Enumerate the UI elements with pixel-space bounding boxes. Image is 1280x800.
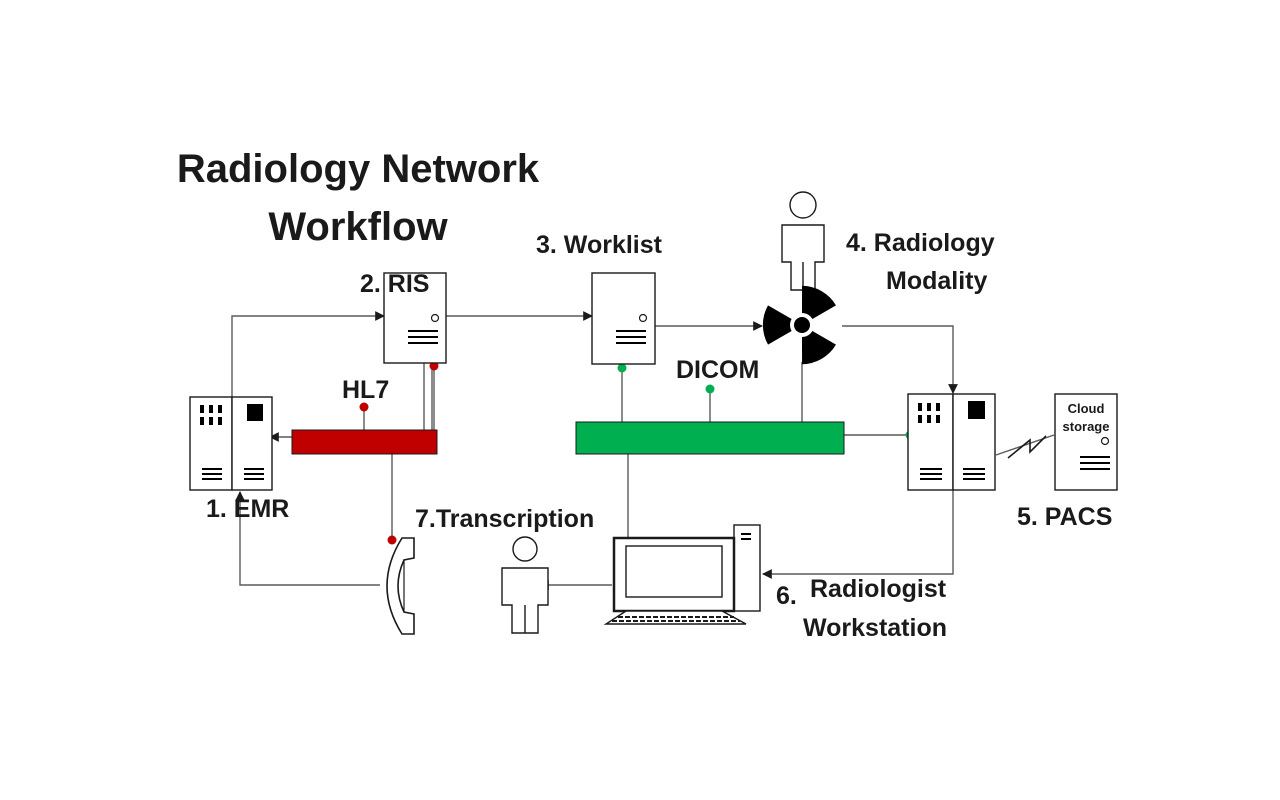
worklist-label: 3. Worklist (536, 231, 663, 259)
worklist-server-icon (591, 272, 656, 365)
hl7-node-dot (359, 402, 369, 412)
emr-label: 1. EMR (206, 495, 289, 523)
transcription-label: 7.Transcription (415, 505, 594, 533)
radiation-icon (762, 285, 836, 365)
emr-to-ris-arrow (231, 311, 385, 397)
pacs-to-workstation-arrow (762, 490, 954, 579)
connectors (231, 311, 1055, 590)
emr-server-icon (189, 396, 273, 491)
ris-hl7-dot (429, 361, 439, 371)
transcriptionist-person-icon (501, 536, 549, 634)
modality-to-pacs-arrow (842, 325, 958, 394)
worklist-dicom-dot (617, 363, 627, 373)
hl7-label: HL7 (342, 376, 389, 404)
ris-server-icon (383, 272, 447, 364)
pacs-label: 5. PACS (1017, 503, 1112, 531)
dicom-node-dot (705, 384, 715, 394)
phone-to-emr-arrow (235, 491, 380, 586)
telephone-icon (386, 537, 415, 635)
phone-hl7-dot (387, 535, 397, 545)
wireless-link-icon (1007, 435, 1047, 459)
dicom-label: DICOM (676, 356, 759, 384)
workstation-number: 6. (776, 582, 797, 610)
hl7-bus (291, 429, 438, 455)
dicom-network: DICOM (575, 356, 915, 455)
dicom-bus (575, 421, 845, 455)
workstation-label-line2: Workstation (803, 614, 947, 642)
computer-icon (603, 524, 761, 625)
diagram-title-line1: Radiology Network (177, 147, 540, 191)
pacs-server-icon (907, 393, 996, 491)
cloud-label-line2: storage (1063, 419, 1110, 434)
cloud-label-line1: Cloud (1068, 401, 1105, 416)
diagram-title-line2: Workflow (268, 205, 448, 249)
hl7-network: HL7 (291, 361, 439, 545)
cloud-storage-server-icon (1054, 393, 1118, 491)
ris-label: 2. RIS (360, 270, 429, 298)
patient-person-icon (781, 191, 825, 291)
modality-label-line2: Modality (886, 267, 987, 295)
modality-label-line1: 4. Radiology (846, 229, 995, 257)
workstation-label-line1: Radiologist (810, 575, 947, 603)
